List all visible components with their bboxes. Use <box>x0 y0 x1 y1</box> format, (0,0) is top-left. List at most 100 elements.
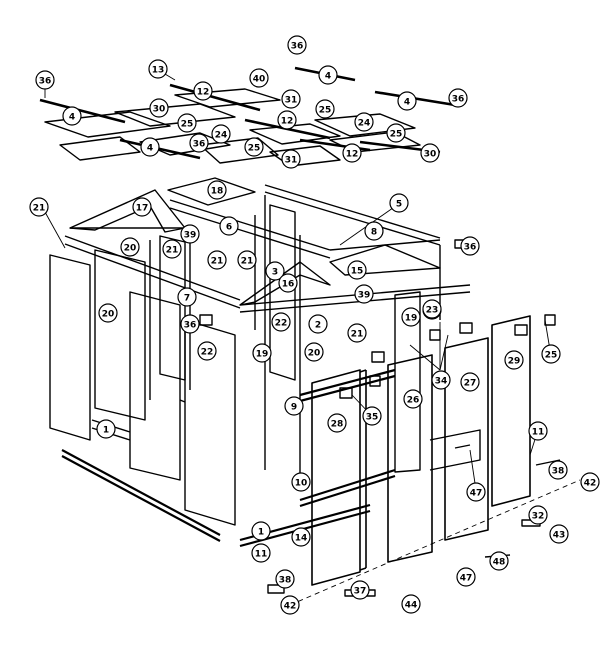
callout-circle <box>350 580 370 600</box>
callout-number: 8 <box>371 228 377 238</box>
callout-number: 30 <box>424 150 437 160</box>
callout-number: 29 <box>508 357 521 367</box>
callout-circle <box>489 551 509 571</box>
callout-circle <box>528 505 548 525</box>
callout-circle <box>448 88 468 108</box>
callout-circle <box>180 224 200 244</box>
callout-circle <box>280 595 300 615</box>
callout-circle <box>401 594 421 614</box>
callout-4: 4 <box>140 137 160 157</box>
callout-circle <box>541 344 561 364</box>
callout-circle <box>271 312 291 332</box>
callout-number: 31 <box>285 96 298 106</box>
callout-1: 1 <box>251 521 271 541</box>
callout-25: 25 <box>386 123 406 143</box>
callout-number: 21 <box>211 257 224 267</box>
callout-21: 21 <box>207 250 227 270</box>
callout-number: 5 <box>396 200 402 210</box>
callout-19: 19 <box>401 307 421 327</box>
callout-38: 38 <box>548 460 568 480</box>
callout-34: 34 <box>431 370 451 390</box>
callout-20: 20 <box>98 303 118 323</box>
bottom-rails <box>61 368 396 548</box>
callout-number: 36 <box>193 140 206 150</box>
callout-number: 20 <box>124 244 137 254</box>
callout-20: 20 <box>120 237 140 257</box>
callout-circle <box>318 65 338 85</box>
callout-circle <box>347 323 367 343</box>
callout-1: 1 <box>96 419 116 439</box>
callout-number: 35 <box>366 413 379 423</box>
callout-circle <box>327 413 347 433</box>
callout-40: 40 <box>249 68 269 88</box>
callout-number: 44 <box>405 601 418 611</box>
callout-number: 15 <box>351 267 364 277</box>
callout-number: 21 <box>33 204 46 214</box>
callout-number: 30 <box>153 105 166 115</box>
callout-number: 1 <box>258 528 264 538</box>
callout-number: 38 <box>552 467 565 477</box>
frame <box>64 177 471 480</box>
callout-number: 6 <box>226 223 232 233</box>
callout-number: 14 <box>295 534 308 544</box>
callout-number: 22 <box>201 348 214 358</box>
callout-3: 3 <box>265 261 285 281</box>
callout-25: 25 <box>315 99 335 119</box>
callout-circle <box>291 472 311 492</box>
callout-number: 17 <box>136 204 149 214</box>
left-wall-panels <box>49 254 236 526</box>
callout-number: 25 <box>319 106 332 116</box>
callout-number: 2 <box>315 321 321 331</box>
callout-number: 38 <box>279 576 292 586</box>
callout-circle <box>251 521 271 541</box>
callout-4: 4 <box>62 106 82 126</box>
callout-number: 48 <box>493 558 506 568</box>
callout-number: 19 <box>256 350 269 360</box>
callout-number: 11 <box>255 550 268 560</box>
callout-circle <box>504 350 524 370</box>
callout-25: 25 <box>244 137 264 157</box>
callout-circle <box>422 299 442 319</box>
callout-circle <box>580 472 600 492</box>
callout-38: 38 <box>275 569 295 589</box>
callout-26: 26 <box>403 389 423 409</box>
callout-circle <box>281 149 301 169</box>
callout-number: 4 <box>147 144 153 154</box>
callout-number: 4 <box>325 72 331 82</box>
callout-number: 32 <box>532 512 545 522</box>
callout-number: 4 <box>69 113 75 123</box>
callout-circle <box>211 124 231 144</box>
callout-circle <box>342 143 362 163</box>
callout-circle <box>162 239 182 259</box>
callout-47: 47 <box>456 567 476 587</box>
callout-48: 48 <box>489 551 509 571</box>
callout-circle <box>177 287 197 307</box>
callout-25: 25 <box>177 113 197 133</box>
callout-21: 21 <box>237 250 257 270</box>
callout-circle <box>354 284 374 304</box>
callout-23: 23 <box>422 299 442 319</box>
callout-number: 28 <box>331 420 344 430</box>
callout-number: 12 <box>346 150 359 160</box>
leader-lines <box>44 67 581 606</box>
callout-36: 36 <box>448 88 468 108</box>
callout-circle <box>219 216 239 236</box>
callout-22: 22 <box>271 312 291 332</box>
callout-circle <box>180 314 200 334</box>
callout-number: 36 <box>39 77 52 87</box>
callout-number: 7 <box>184 294 190 304</box>
callout-circle <box>249 68 269 88</box>
callout-15: 15 <box>347 260 367 280</box>
callout-circle <box>347 260 367 280</box>
callout-number: 42 <box>284 602 297 612</box>
callout-21: 21 <box>162 239 182 259</box>
callout-circle <box>386 123 406 143</box>
callout-number: 37 <box>354 587 367 597</box>
callout-circle <box>252 343 272 363</box>
callout-number: 21 <box>241 257 254 267</box>
callout-circle <box>456 567 476 587</box>
callout-circle <box>149 98 169 118</box>
callout-30: 30 <box>149 98 169 118</box>
